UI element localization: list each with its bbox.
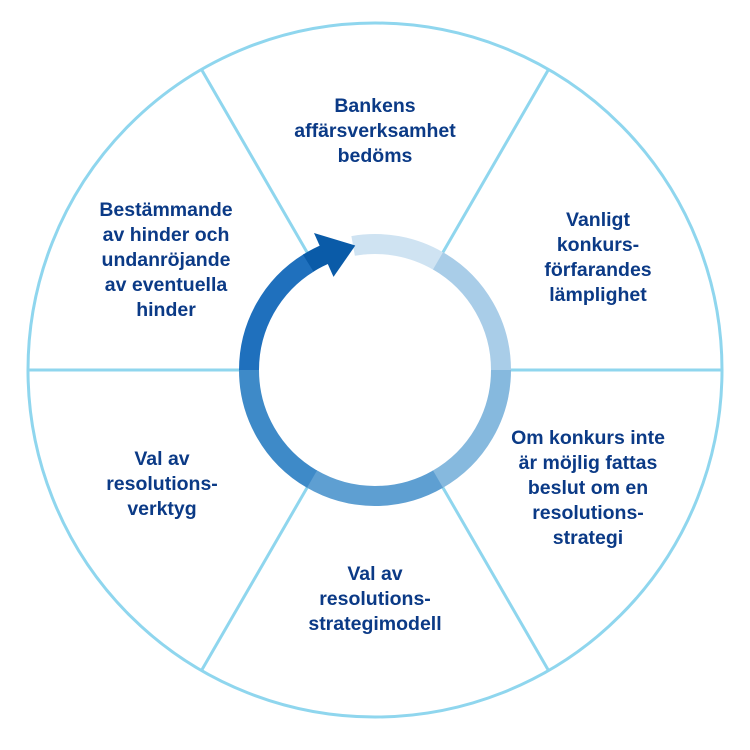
cycle-arrow-head: [313, 232, 356, 277]
segment-label-top: Bankens affärsverksamhet bedöms: [294, 95, 456, 167]
segment-label-line: hinder: [136, 299, 196, 321]
segment-label-line: av eventuella: [105, 274, 228, 296]
segment-label-line: affärsverksamhet: [294, 120, 456, 142]
segment-divider-1: [200, 68, 313, 260]
segment-label-line: resolutions-: [319, 588, 431, 610]
segment-label-line: Val av: [134, 448, 189, 470]
segment-label-line: Bestämmande: [99, 199, 232, 221]
cycle-ring-segment-6: [239, 254, 315, 371]
segment-label-line: konkurs-: [557, 234, 639, 256]
segment-label-line: lämplighet: [549, 284, 647, 306]
segment-label-line: Bankens: [334, 95, 415, 117]
segment-label-line: strategimodell: [308, 613, 441, 635]
segment-label-line: Vanligt: [566, 209, 630, 231]
segment-label-line: är möjlig fattas: [519, 452, 658, 474]
segment-label-line: strategi: [553, 527, 623, 549]
segment-label-bottom: Val av resolutions-strategimodell: [308, 563, 441, 635]
segment-label-line: bedöms: [338, 145, 413, 167]
segment-divider-2: [437, 68, 550, 260]
segment-label-line: resolutions-: [106, 473, 218, 495]
segment-label-line: av hinder och: [103, 224, 230, 246]
segment-label-upper-left: Bestämmande av hinder och undanröjande av e…: [99, 199, 232, 321]
cycle-ring-segment-3: [432, 369, 511, 489]
segment-label-lower-left: Val av resolutions-verktyg: [106, 448, 218, 520]
cycle-ring-segment-4: [306, 469, 443, 506]
segment-label-line: undanröjande: [102, 249, 231, 271]
segment-label-line: förfarandes: [544, 259, 651, 281]
segment-label-upper-right: Vanligt konkurs-förfarandes lämplighet: [544, 209, 651, 306]
segment-label-lower-right: Om konkurs inte är möjlig fattas beslut om…: [511, 427, 665, 549]
cycle-ring-segment-5: [239, 368, 318, 488]
segment-label-line: resolutions-: [532, 502, 644, 524]
segment-label-line: Val av: [347, 563, 402, 585]
segment-divider-4: [437, 480, 550, 672]
segment-label-line: verktyg: [127, 498, 196, 520]
segment-divider-5: [200, 480, 313, 672]
segment-label-line: beslut om en: [528, 477, 648, 499]
cycle-ring-segment-1: [351, 234, 444, 271]
segment-label-line: Om konkurs inte: [511, 427, 665, 449]
cycle-ring-segment-2: [432, 252, 511, 372]
